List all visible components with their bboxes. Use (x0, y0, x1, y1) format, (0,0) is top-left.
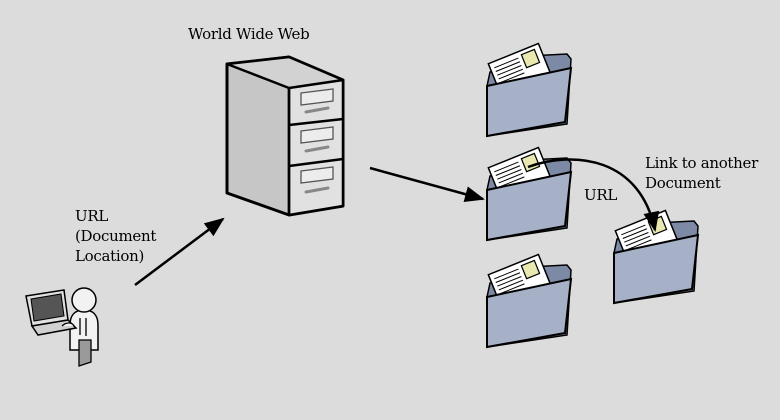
url-document-location-label: URL (Document Location) (75, 206, 156, 266)
user-at-laptop-icon (25, 287, 99, 367)
url-mid-text: URL (584, 186, 617, 204)
url-link-label: URL (584, 185, 617, 205)
url-left-line-3: Location) (75, 247, 145, 265)
url-left-line-1: URL (75, 207, 108, 225)
www-label-text: World Wide Web (188, 25, 310, 43)
document-folder-icon (613, 209, 699, 304)
link-to-another-document-label: Link to another Document (645, 153, 758, 193)
www-label: World Wide Web (188, 24, 310, 44)
file-cabinet-icon (225, 55, 345, 217)
url-arrow (134, 217, 225, 286)
link-line-2: Document (645, 174, 721, 192)
document-folder-icon (486, 253, 572, 348)
server-to-document-arrow (369, 166, 485, 202)
document-folder-icon (486, 42, 572, 137)
document-folder-icon (486, 146, 572, 241)
link-arrow (527, 158, 660, 232)
link-line-1: Link to another (645, 154, 758, 172)
url-left-line-2: (Document (75, 227, 157, 245)
